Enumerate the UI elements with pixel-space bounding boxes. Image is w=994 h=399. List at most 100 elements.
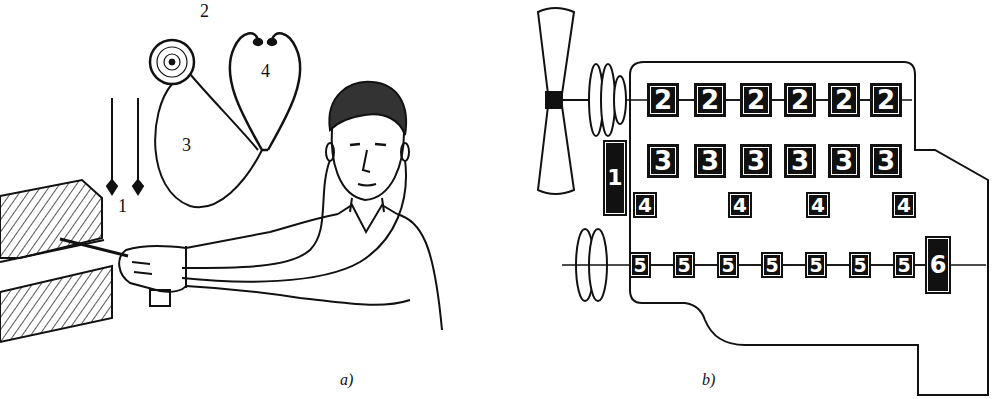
panel-caption: b): [700, 372, 717, 388]
numbered-box: 3: [740, 144, 772, 178]
probe-rods: [137, 98, 139, 180]
numbered-box: 2: [870, 83, 902, 117]
engine-block: [562, 62, 988, 395]
numbered-box: 3: [647, 144, 679, 178]
numbered-box: 3: [870, 144, 902, 178]
fan: [538, 8, 574, 94]
pulleys: [601, 64, 615, 136]
callout-number: 3: [747, 148, 765, 174]
mechanic: [363, 150, 370, 172]
fan: [538, 106, 574, 194]
numbered-box: 1: [603, 140, 627, 216]
engine-side: [0, 266, 112, 342]
callout-number: 2: [791, 87, 809, 113]
probe-rods: [107, 98, 143, 194]
callout-number: 5: [897, 256, 910, 275]
mechanic: [150, 290, 170, 306]
shaft-line: [783, 264, 805, 266]
callout-number: 2: [877, 87, 895, 113]
callout-number: 5: [633, 256, 646, 275]
mechanic: [60, 239, 128, 256]
mechanic: [332, 128, 404, 200]
callout-number: 4: [811, 195, 825, 215]
numbered-box: 4: [806, 192, 830, 218]
numbered-box: 5: [673, 252, 695, 278]
callout-number: 4: [733, 195, 747, 215]
numbered-box: 4: [633, 192, 657, 218]
shaft-line: [860, 99, 870, 101]
mechanic: [401, 143, 409, 161]
stethoscope-disk: [164, 54, 180, 70]
probe-rods: [111, 98, 113, 180]
stethoscope-disk: [157, 47, 187, 77]
callout-number: 2: [654, 87, 672, 113]
mechanic: [119, 246, 186, 292]
numbered-box: 3: [784, 144, 816, 178]
shaft-line: [651, 264, 673, 266]
numbered-box: 6: [925, 236, 951, 294]
shaft-line: [827, 264, 849, 266]
numbered-box: 4: [892, 192, 916, 218]
stethoscope-disk: [150, 40, 194, 84]
callout-number: 1: [607, 167, 622, 189]
earpieces: [268, 39, 276, 45]
earpieces: [262, 149, 268, 152]
earpieces: [230, 33, 300, 150]
engine-side: [0, 180, 112, 342]
probe-rods: [133, 180, 143, 194]
numbered-box: 3: [828, 144, 860, 178]
stethoscope-tube: [190, 74, 258, 150]
callout-number: 2: [198, 2, 211, 20]
shaft-line: [772, 99, 784, 101]
mechanic: [329, 82, 406, 135]
callout-number: 5: [765, 256, 778, 275]
callout-number: 3: [180, 136, 193, 154]
earpieces: [230, 33, 262, 150]
numbered-box: 5: [893, 252, 915, 278]
stethoscope-tube: [155, 74, 262, 207]
mechanic: [397, 214, 442, 330]
mechanic: [60, 82, 442, 330]
shaft-line: [816, 99, 828, 101]
shaft-line: [739, 264, 761, 266]
callout-number: 5: [853, 256, 866, 275]
fan: [538, 8, 590, 194]
callout-number: 6: [930, 253, 947, 277]
shaft-line: [695, 264, 717, 266]
callout-number: 1: [116, 197, 129, 215]
numbered-box: 2: [647, 83, 679, 117]
fan: [546, 92, 562, 108]
numbered-box: 5: [761, 252, 783, 278]
callout-number: 3: [701, 148, 719, 174]
shaft-line: [915, 264, 925, 266]
callout-number: 4: [259, 62, 272, 80]
stethoscope-disk: [150, 40, 194, 84]
callout-number: 5: [721, 256, 734, 275]
callout-number: 3: [791, 148, 809, 174]
pulleys: [614, 76, 626, 124]
earpieces: [254, 39, 262, 45]
numbered-box: 5: [717, 252, 739, 278]
callout-number: 2: [747, 87, 765, 113]
shaft-line: [871, 264, 893, 266]
numbered-box: 4: [728, 192, 752, 218]
engine-side: [0, 240, 104, 262]
stethoscope-disk: [169, 59, 175, 65]
numbered-box: 2: [784, 83, 816, 117]
mechanic: [132, 262, 152, 274]
callout-number: 3: [835, 148, 853, 174]
callout-number: 5: [809, 256, 822, 275]
callout-number: 2: [701, 87, 719, 113]
shaft-line: [679, 99, 694, 101]
mechanic: [182, 160, 330, 268]
mechanic: [338, 205, 397, 232]
earpieces: [268, 33, 300, 150]
panel-caption: a): [338, 372, 355, 388]
numbered-box: 2: [828, 83, 860, 117]
numbered-box: 2: [694, 83, 726, 117]
shaft-line: [726, 99, 740, 101]
callout-number: 4: [638, 195, 652, 215]
